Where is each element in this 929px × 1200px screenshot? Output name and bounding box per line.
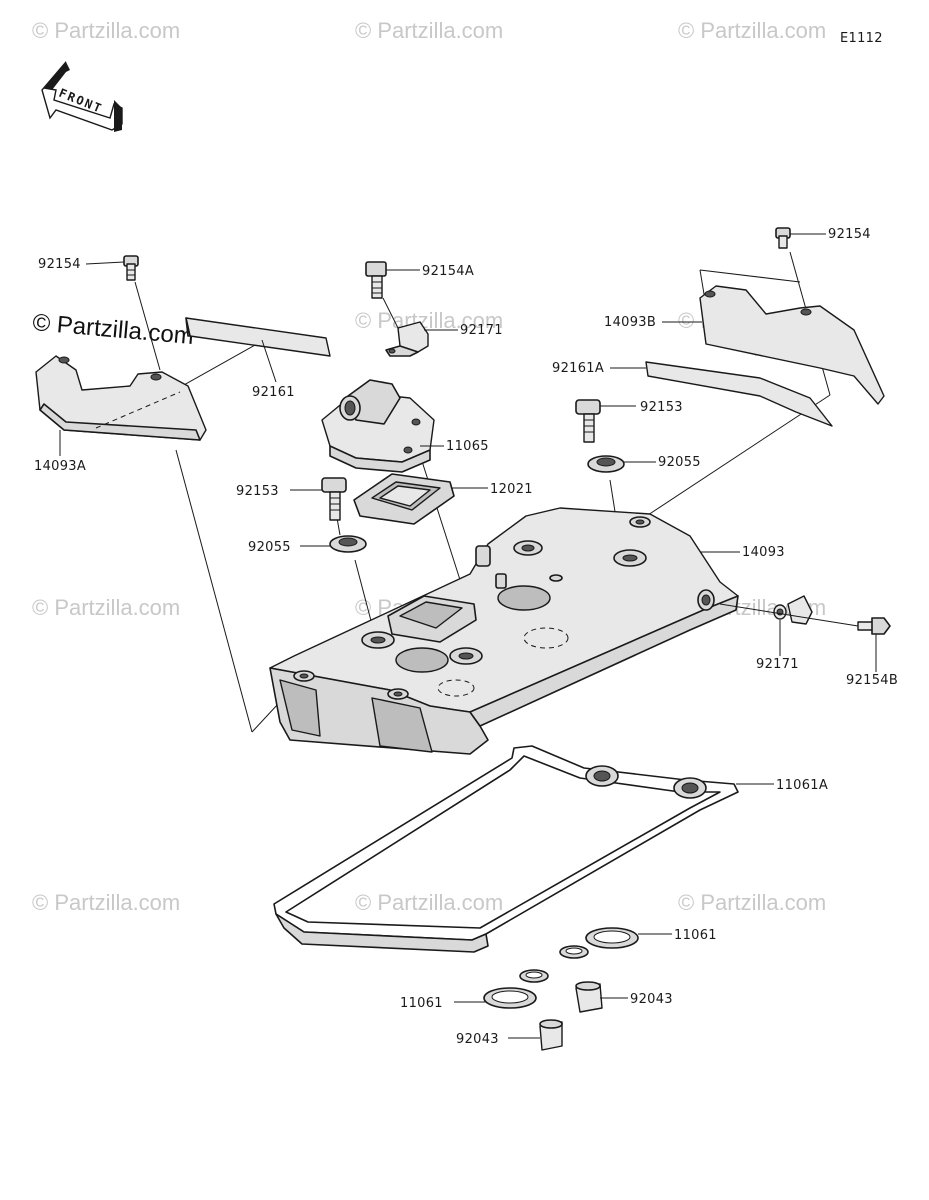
watermark-dark: © Partzilla.com xyxy=(31,309,194,350)
callout-92153-right: 92153 xyxy=(640,400,683,415)
callout-92043-right: 92043 xyxy=(630,992,673,1007)
callout-92153-left: 92153 xyxy=(236,484,279,499)
washer-92055-right xyxy=(587,455,625,473)
watermarks: © Partzilla.com © Partzilla.com © Partzi… xyxy=(31,18,826,915)
strip-92161a xyxy=(645,361,833,427)
washer-92055-left xyxy=(329,535,367,553)
gasket-12021 xyxy=(353,473,455,525)
watermark: © Partzilla.com xyxy=(355,308,503,333)
gasket-11061a xyxy=(273,745,739,953)
bolt-92154-right xyxy=(775,227,791,249)
cover-14093a xyxy=(35,355,207,441)
cover-14093b xyxy=(699,285,885,405)
watermark: © Partzilla.com xyxy=(678,18,826,43)
watermark: © Partzilla.com xyxy=(678,890,826,915)
diagram-code: E1112 xyxy=(840,31,883,46)
callout-14093b: 14093B xyxy=(604,315,656,330)
bolt-92154a xyxy=(365,261,387,299)
oring-11061-left xyxy=(483,969,549,1009)
bolt-92153-right xyxy=(575,399,601,443)
callout-11065: 11065 xyxy=(446,439,489,454)
callout-92171-right: 92171 xyxy=(756,657,799,672)
bolt-92153-left xyxy=(321,477,347,521)
watermark: © Partzilla.com xyxy=(32,890,180,915)
watermark: © Partzilla.com xyxy=(355,890,503,915)
callouts: 92154 92154A 92171 92161 14093A 11065 92… xyxy=(34,227,898,1047)
callout-11061-left: 11061 xyxy=(400,996,443,1011)
callout-92171-top: 92171 xyxy=(460,323,503,338)
dowel-92043-left xyxy=(539,1019,563,1051)
front-arrow-icon: FRONT xyxy=(41,61,123,132)
callout-11061a: 11061A xyxy=(776,778,828,793)
callout-92055-right: 92055 xyxy=(658,455,701,470)
callout-11061-right: 11061 xyxy=(674,928,717,943)
callout-14093a: 14093A xyxy=(34,459,86,474)
callout-92154a: 92154A xyxy=(422,264,474,279)
callout-92154-right: 92154 xyxy=(828,227,871,242)
clamp-92171-top xyxy=(385,321,429,357)
watermark: © Partzilla.com xyxy=(32,595,180,620)
callout-92154-left: 92154 xyxy=(38,257,81,272)
callout-92154b: 92154B xyxy=(846,673,898,688)
callout-92055-left: 92055 xyxy=(248,540,291,555)
cylinder-head-cover-14093 xyxy=(269,507,739,755)
watermark: © Partzilla.com xyxy=(355,18,503,43)
bolt-92154-left xyxy=(123,255,139,281)
dowel-92043-right xyxy=(575,981,603,1013)
callout-12021: 12021 xyxy=(490,482,533,497)
callout-92161: 92161 xyxy=(252,385,295,400)
callout-92043-left: 92043 xyxy=(456,1032,499,1047)
strip-92161 xyxy=(185,317,331,357)
breather-cover-11065 xyxy=(321,379,435,473)
oring-11061-right xyxy=(559,927,639,959)
callout-92161a: 92161A xyxy=(552,361,604,376)
bolt-92154b xyxy=(857,617,891,635)
watermark: © Partzilla.com xyxy=(32,18,180,43)
leader-92154b xyxy=(719,603,859,627)
callout-14093: 14093 xyxy=(742,545,785,560)
